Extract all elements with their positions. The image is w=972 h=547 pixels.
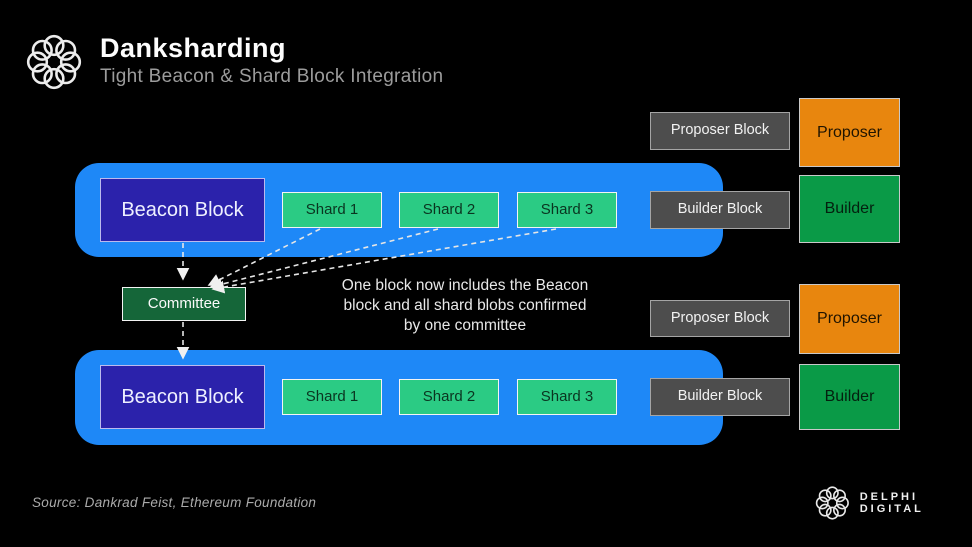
shard-label: Shard 2: [422, 387, 476, 405]
shard-label: Shard 1: [305, 387, 359, 405]
source-credit: Source: Dankrad Feist, Ethereum Foundati…: [32, 495, 317, 510]
proposer-block-label: Proposer Block: [670, 309, 770, 326]
delphi-knot-logo-icon: [815, 486, 849, 520]
brand-name: DELPHI DIGITAL: [859, 491, 924, 515]
builder-block-label: Builder Block: [677, 388, 763, 405]
proposer-box-row2: Proposer: [799, 284, 900, 354]
builder-box-row1: Builder: [799, 175, 900, 243]
builder-label: Builder: [824, 200, 875, 218]
shard-2-box-row2: Shard 2: [399, 379, 499, 415]
shard-label: Shard 1: [305, 200, 359, 218]
shard-2-box-row1: Shard 2: [399, 192, 499, 228]
page-subtitle: Tight Beacon & Shard Block Integration: [100, 66, 444, 87]
annotation-text: One block now includes the Beacon block …: [305, 276, 625, 336]
shard-label: Shard 3: [540, 387, 594, 405]
shard-3-box-row2: Shard 3: [517, 379, 617, 415]
annotation-line: block and all shard blobs confirmed: [343, 297, 587, 314]
page-title: Danksharding: [100, 33, 287, 63]
beacon-block-box-row1: Beacon Block: [100, 178, 265, 242]
shard-label: Shard 3: [540, 200, 594, 218]
beacon-block-label: Beacon Block: [121, 199, 244, 221]
builder-block-box-row1: Builder Block: [650, 191, 790, 229]
annotation-line: by one committee: [403, 317, 527, 334]
proposer-block-box-row2: Proposer Block: [650, 300, 790, 337]
shard-label: Shard 2: [422, 200, 476, 218]
shard-1-box-row1: Shard 1: [282, 192, 382, 228]
committee-label: Committee: [147, 294, 221, 312]
proposer-block-box-row1: Proposer Block: [650, 112, 790, 150]
builder-label: Builder: [824, 388, 875, 406]
proposer-box-row1: Proposer: [799, 98, 900, 167]
builder-block-box-row2: Builder Block: [650, 378, 790, 416]
shard-3-box-row1: Shard 3: [517, 192, 617, 228]
beacon-block-label: Beacon Block: [121, 386, 244, 408]
brand-lockup: DELPHI DIGITAL: [814, 482, 972, 524]
proposer-label: Proposer: [817, 310, 882, 328]
committee-box: Committee: [122, 287, 246, 321]
annotation-line: One block now includes the Beacon: [341, 277, 589, 294]
proposer-block-label: Proposer Block: [670, 122, 770, 139]
shard-1-box-row2: Shard 1: [282, 379, 382, 415]
builder-box-row2: Builder: [799, 364, 900, 430]
delphi-knot-logo-icon: [26, 34, 82, 90]
beacon-block-box-row2: Beacon Block: [100, 365, 265, 429]
proposer-label: Proposer: [817, 123, 882, 141]
builder-block-label: Builder Block: [677, 201, 763, 218]
